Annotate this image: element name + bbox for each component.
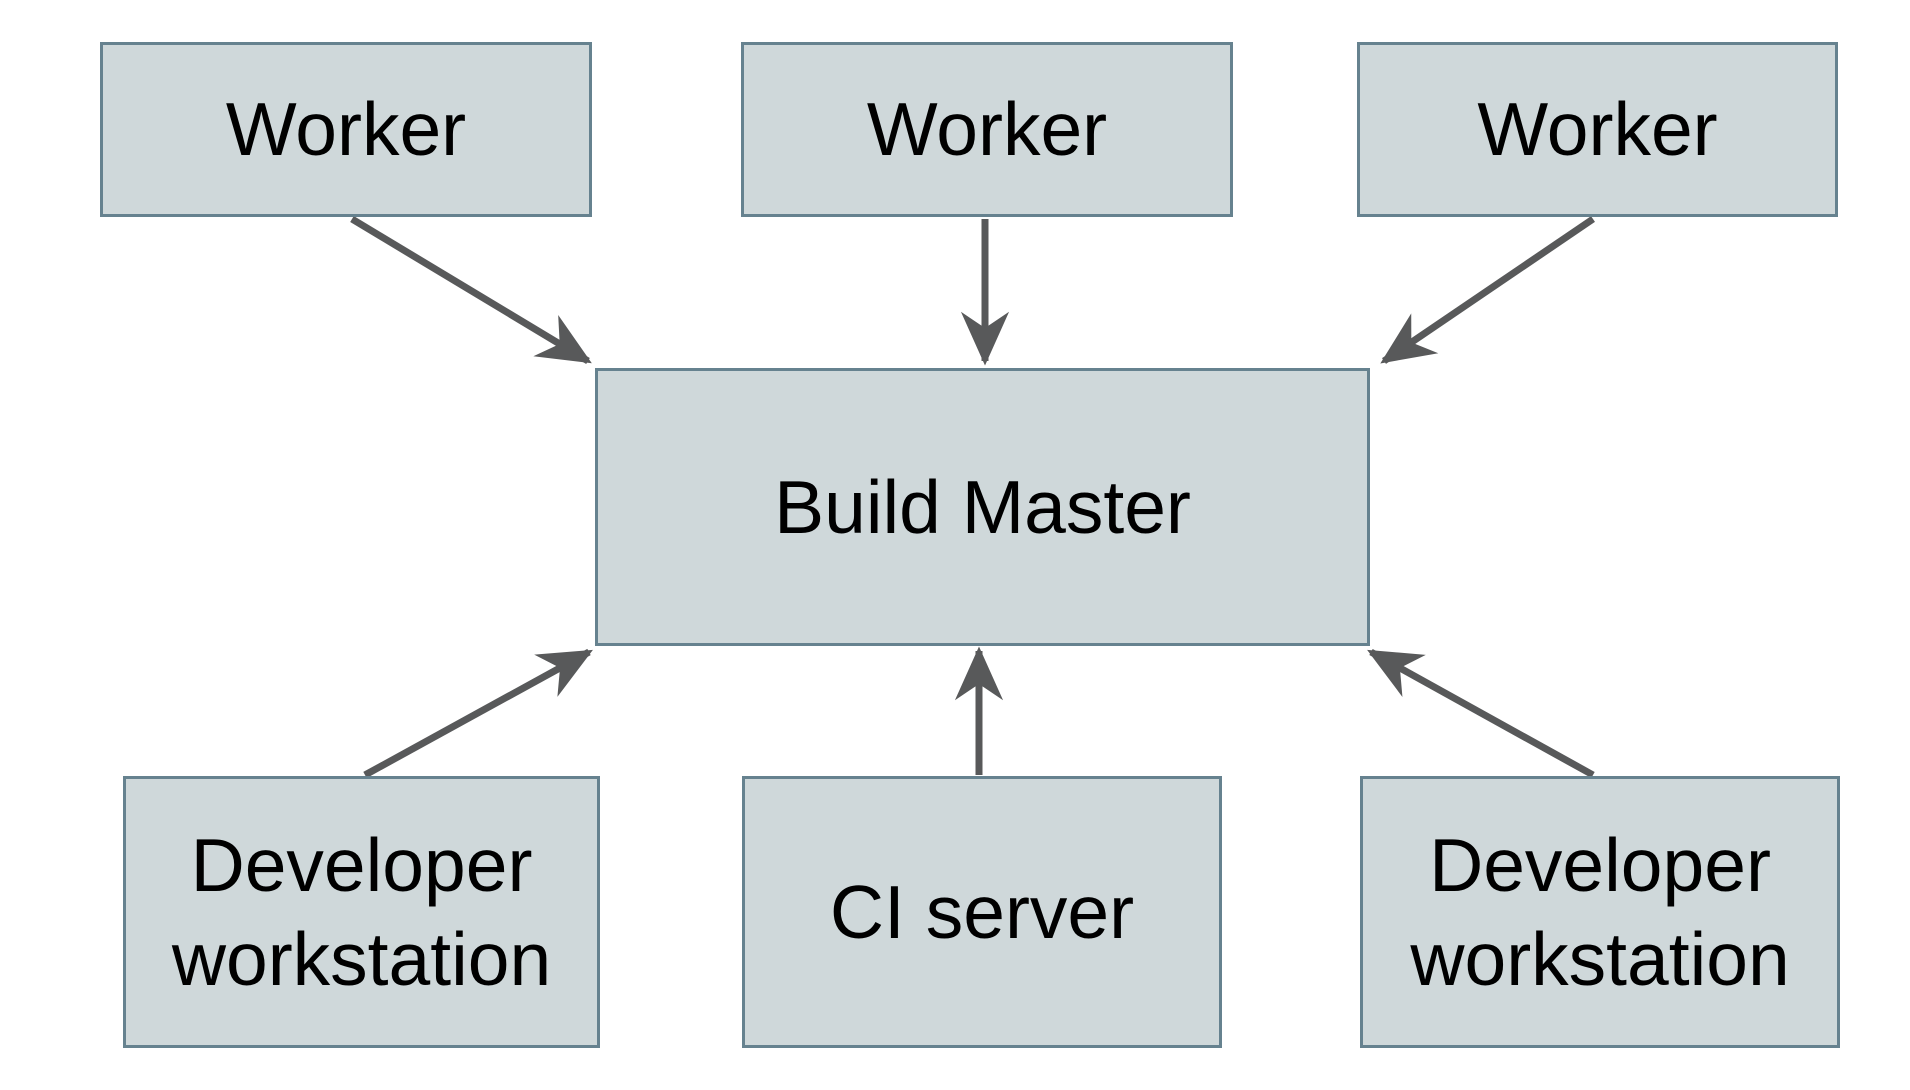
arrow-developer-workstation1-to-build-master xyxy=(363,648,593,779)
arrow-developer-workstation2-to-build-master xyxy=(1367,648,1595,779)
node-worker-1-label: Worker xyxy=(225,87,467,172)
node-build-master-label: Build Master xyxy=(774,464,1191,549)
node-developer-workstation-2-label: Developer workstation xyxy=(1410,822,1790,1002)
node-developer-workstation-1: Developer workstation xyxy=(123,776,600,1048)
arrow-worker3-to-build-master xyxy=(1380,216,1595,364)
arrow-worker1-to-build-master xyxy=(350,216,592,364)
node-developer-workstation-1-label: Developer workstation xyxy=(171,822,552,1002)
node-worker-3-label: Worker xyxy=(1477,87,1718,172)
node-build-master: Build Master xyxy=(595,368,1370,646)
node-worker-2: Worker xyxy=(741,42,1233,217)
node-worker-1: Worker xyxy=(100,42,592,217)
node-ci-server: CI server xyxy=(742,776,1222,1048)
node-ci-server-label: CI server xyxy=(829,869,1135,954)
node-worker-3: Worker xyxy=(1357,42,1838,217)
node-worker-2-label: Worker xyxy=(866,87,1108,172)
node-developer-workstation-2: Developer workstation xyxy=(1360,776,1840,1048)
